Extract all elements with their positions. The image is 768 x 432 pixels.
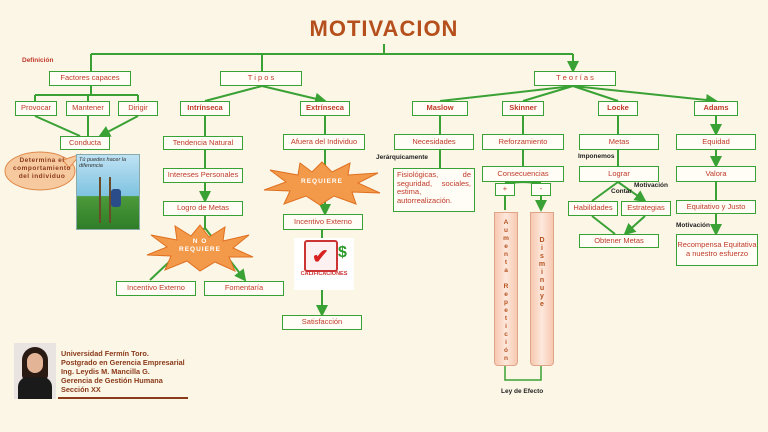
tendencia-box: Tendencia Natural bbox=[163, 136, 243, 150]
obtener-metas-box: Obtener Metas bbox=[579, 234, 659, 248]
metas-box: Metas bbox=[579, 134, 659, 150]
clipboard-icon bbox=[304, 240, 338, 272]
reforzamiento-box: Reforzamiento bbox=[482, 134, 564, 150]
requiere-text: REQUIERE bbox=[179, 246, 221, 254]
locke-box: Locke bbox=[598, 101, 638, 116]
ley-efecto-label: Ley de Efecto bbox=[501, 388, 544, 395]
mantener-box: Mantener bbox=[66, 101, 110, 116]
motivacion-label-b: Motivación bbox=[676, 222, 710, 229]
requiere-text: REQUIERE bbox=[301, 178, 343, 185]
aumenta-text: Aumenta Repetición bbox=[502, 219, 510, 363]
check-icon: ✔ bbox=[312, 246, 329, 268]
imponemos-label: Imponemos bbox=[578, 153, 615, 160]
grades-caption: CALIFICACIONES bbox=[300, 271, 348, 277]
incentivo-externo-a-box: Incentivo Externo bbox=[116, 281, 196, 296]
disminuye-bar: Disminuye bbox=[530, 212, 554, 366]
afuera-box: Afuera del Individuo bbox=[283, 134, 365, 150]
author-photo bbox=[14, 343, 56, 399]
intrinseca-box: Intrínseca bbox=[180, 101, 230, 116]
incentivo-externo-b-box: Incentivo Externo bbox=[283, 214, 363, 230]
definition-label: Definición bbox=[22, 57, 54, 64]
no-requiere-star bbox=[146, 224, 254, 272]
image-caption: Tú puedes hacer la diferencia bbox=[79, 157, 127, 170]
credit-line: Universidad Fermín Toro. bbox=[61, 349, 149, 358]
tipos-box: T i p o s bbox=[220, 71, 302, 86]
credits-block: Universidad Fermín Toro. Postgrado en Ge… bbox=[61, 349, 185, 395]
intereses-box: Intereses Personales bbox=[163, 168, 243, 183]
credit-underline bbox=[58, 397, 188, 399]
grades-image: ✔ $ CALIFICACIONES bbox=[294, 238, 354, 290]
body-shape bbox=[18, 377, 52, 399]
conducta-box: Conducta bbox=[60, 136, 110, 150]
person-icon bbox=[111, 189, 121, 207]
necesidades-box: Necesidades bbox=[394, 134, 474, 150]
aumenta-bar: Aumenta Repetición bbox=[494, 212, 518, 366]
equidad-box: Equidad bbox=[676, 134, 756, 150]
page-title: MOTIVACION bbox=[309, 16, 459, 41]
fomentaria-box: Fomentaría bbox=[204, 281, 284, 296]
motivacion-label-a: Motivación bbox=[634, 182, 668, 189]
habilidades-box: Habilidades bbox=[568, 201, 618, 216]
plus-box: + bbox=[495, 183, 515, 196]
minus-box: - bbox=[531, 183, 551, 196]
jerarquicamente-label: Jerárquicamente bbox=[376, 154, 429, 161]
ladder-icon bbox=[99, 177, 111, 223]
credit-line: Ing. Leydis M. Mancilla G. bbox=[61, 367, 150, 377]
extrinseca-box: Extrínseca bbox=[300, 101, 350, 116]
skinner-box: Skinner bbox=[502, 101, 544, 116]
satisfaccion-box: Satisfacción bbox=[282, 315, 362, 330]
estrategias-box: Estrategias bbox=[621, 201, 671, 216]
contar-label: Contar bbox=[611, 188, 632, 195]
requiere-star bbox=[263, 161, 381, 206]
recompensa-box: Recompensa Equitativa a nuestro esfuerzo bbox=[676, 234, 758, 266]
factores-box: Factores capaces bbox=[49, 71, 131, 86]
dirigir-box: Dirigir bbox=[118, 101, 158, 116]
equitativo-box: Equitativo y Justo bbox=[676, 200, 756, 214]
consecuencias-box: Consecuencias bbox=[482, 166, 564, 182]
disminuye-text: Disminuye bbox=[538, 237, 546, 309]
no-text: N O bbox=[192, 238, 208, 245]
provocar-box: Provocar bbox=[15, 101, 57, 116]
valora-box: Valora bbox=[676, 166, 756, 182]
credit-line: Sección XX bbox=[61, 385, 101, 395]
adams-box: Adams bbox=[694, 101, 738, 116]
credit-line: Postgrado en Gerencia Empresarial bbox=[61, 358, 185, 368]
motivation-image: Tú puedes hacer la diferencia bbox=[76, 154, 140, 230]
lograr-box: Lograr bbox=[579, 166, 659, 182]
dollar-icon: $ bbox=[338, 244, 347, 261]
teorias-box: T e o r í a s bbox=[534, 71, 616, 86]
maslow-box: Maslow bbox=[412, 101, 468, 116]
callout-text: Determina el comportamiento del individu… bbox=[13, 157, 71, 181]
credit-line: Gerencia de Gestión Humana bbox=[61, 376, 163, 386]
logro-metas-box: Logro de Metas bbox=[163, 201, 243, 216]
fisiologicas-box: Fisiológicas, de seguridad, sociales, es… bbox=[393, 168, 475, 212]
face-shape bbox=[27, 353, 43, 373]
